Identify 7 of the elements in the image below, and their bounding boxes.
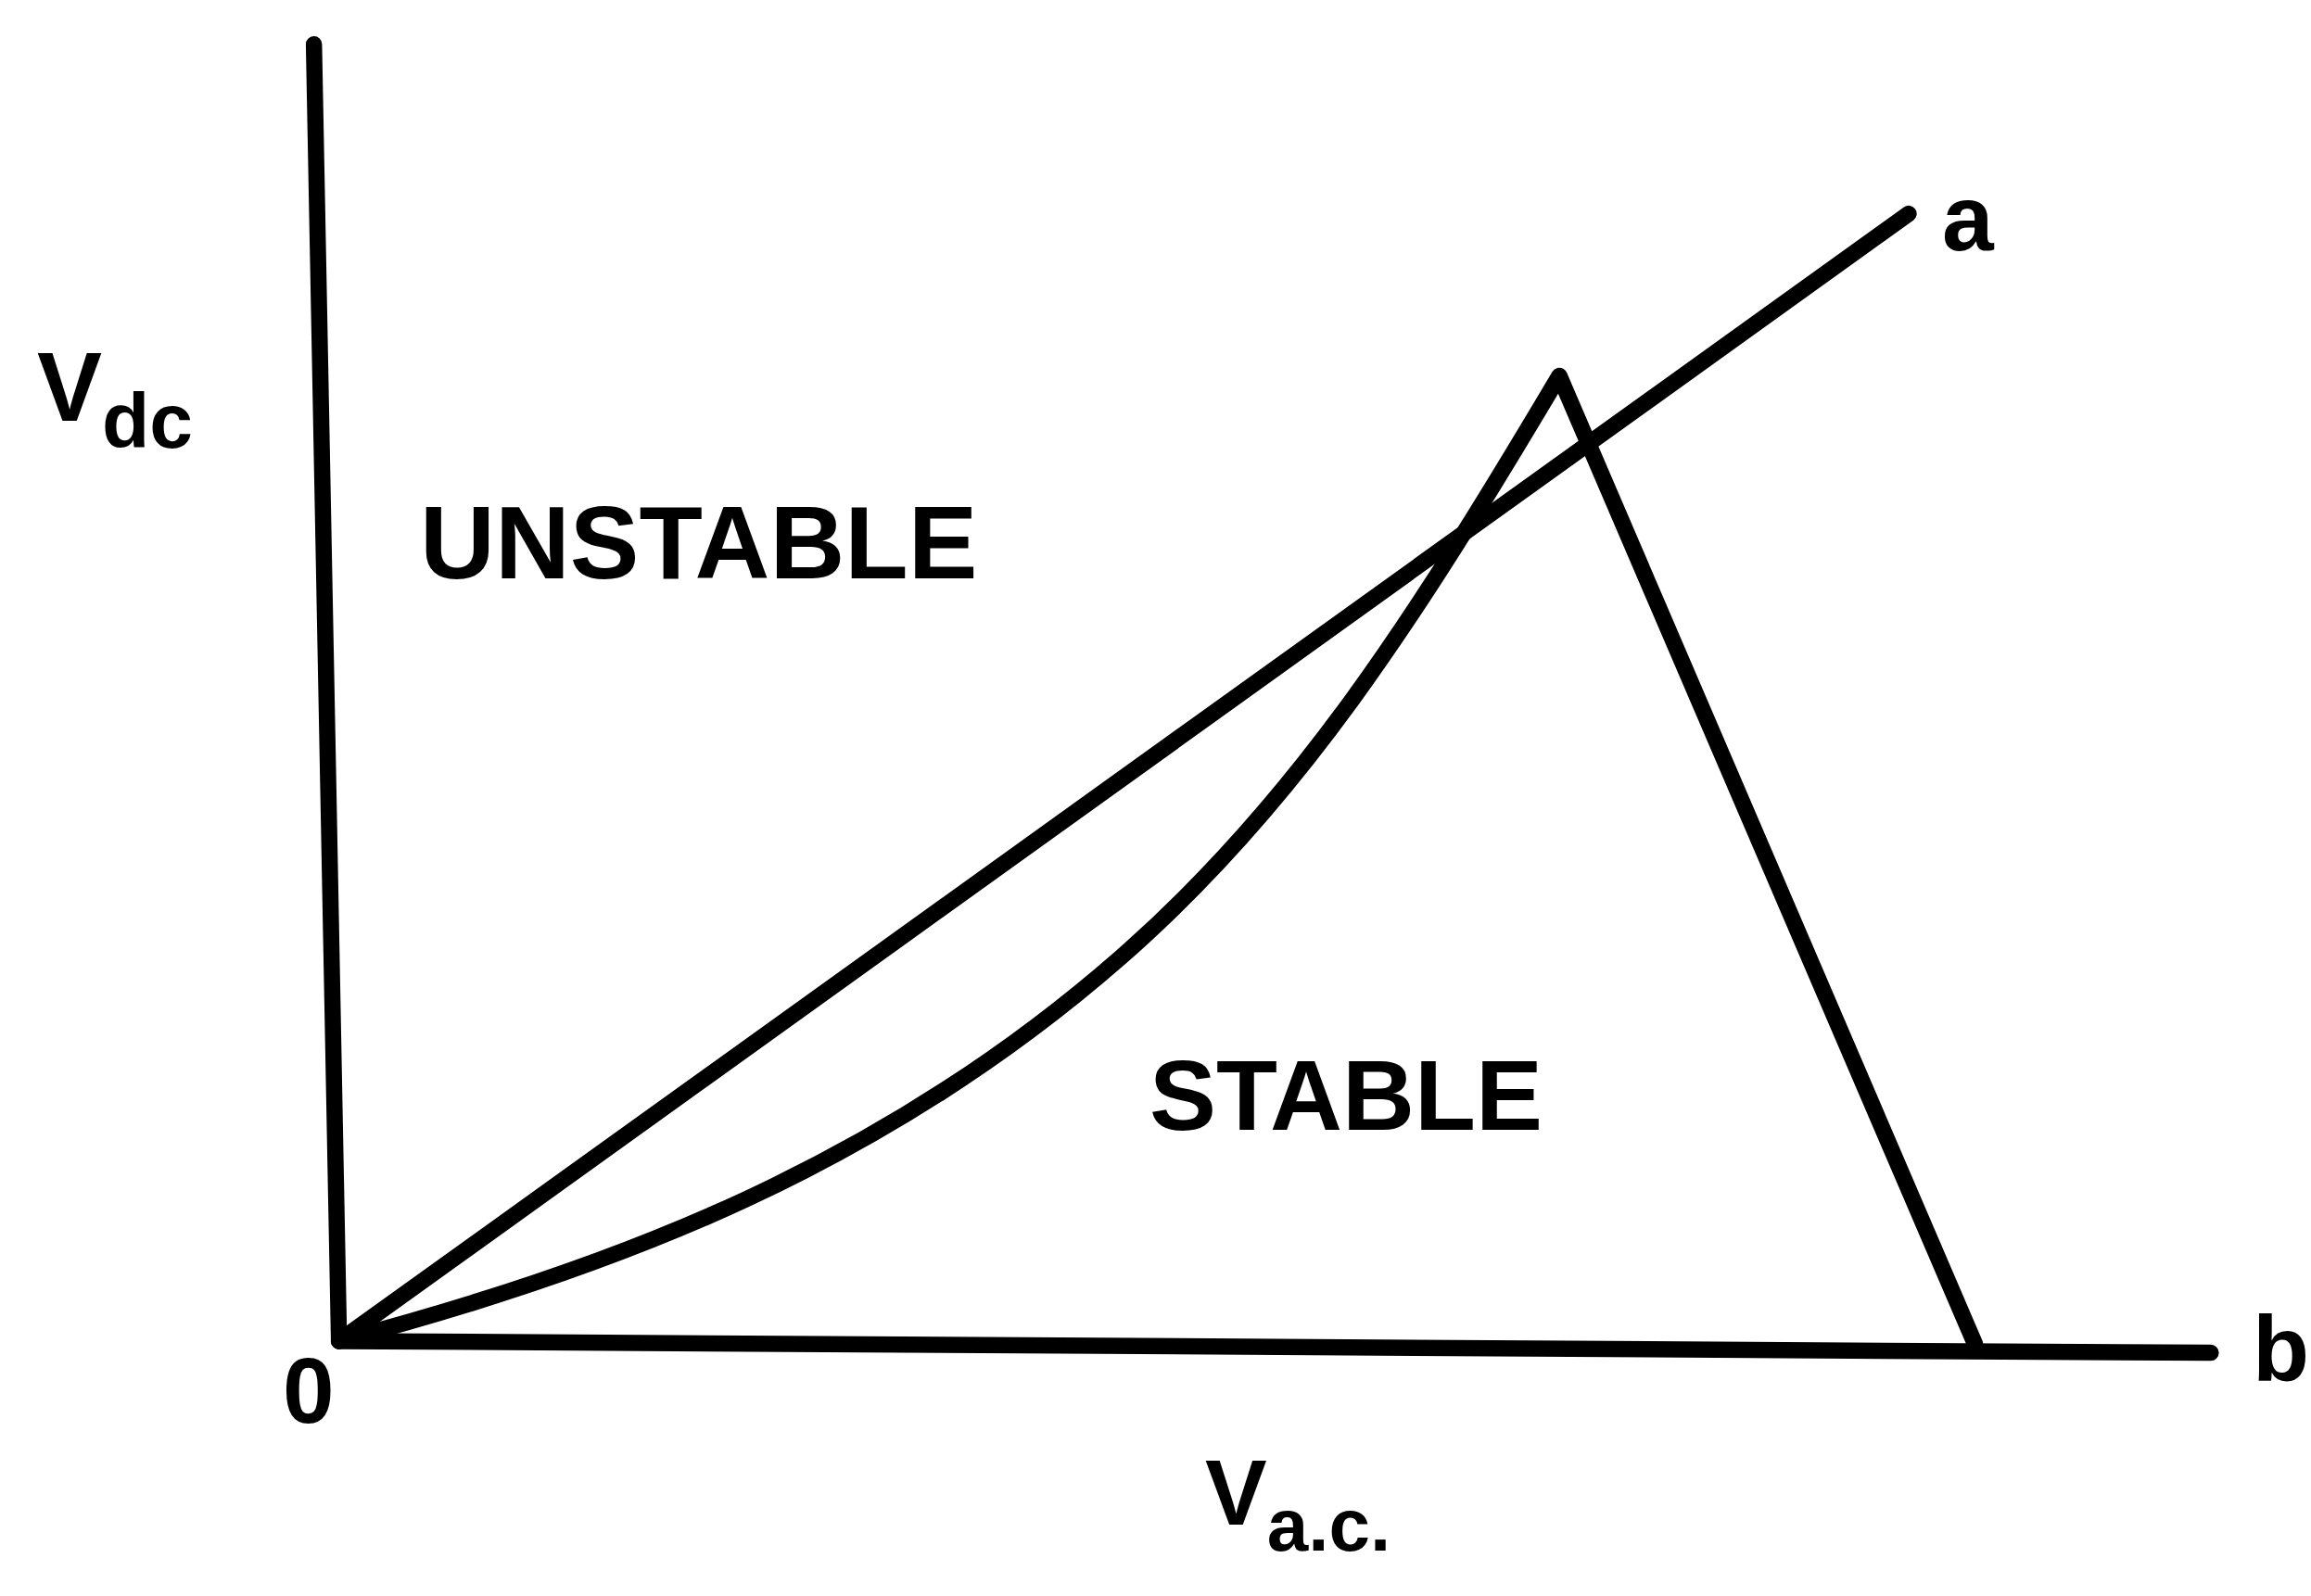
region-label: UNSTABLE	[420, 491, 978, 595]
origin-label: 0	[283, 1344, 335, 1437]
axis-label: V$_{dc}$	[37, 338, 194, 461]
region-label: STABLE	[1149, 1045, 1543, 1146]
axis-label: V$_{a.c.}$	[1205, 1446, 1391, 1563]
curve-label: b	[2253, 1302, 2310, 1395]
curve-label: a	[1942, 171, 1994, 264]
